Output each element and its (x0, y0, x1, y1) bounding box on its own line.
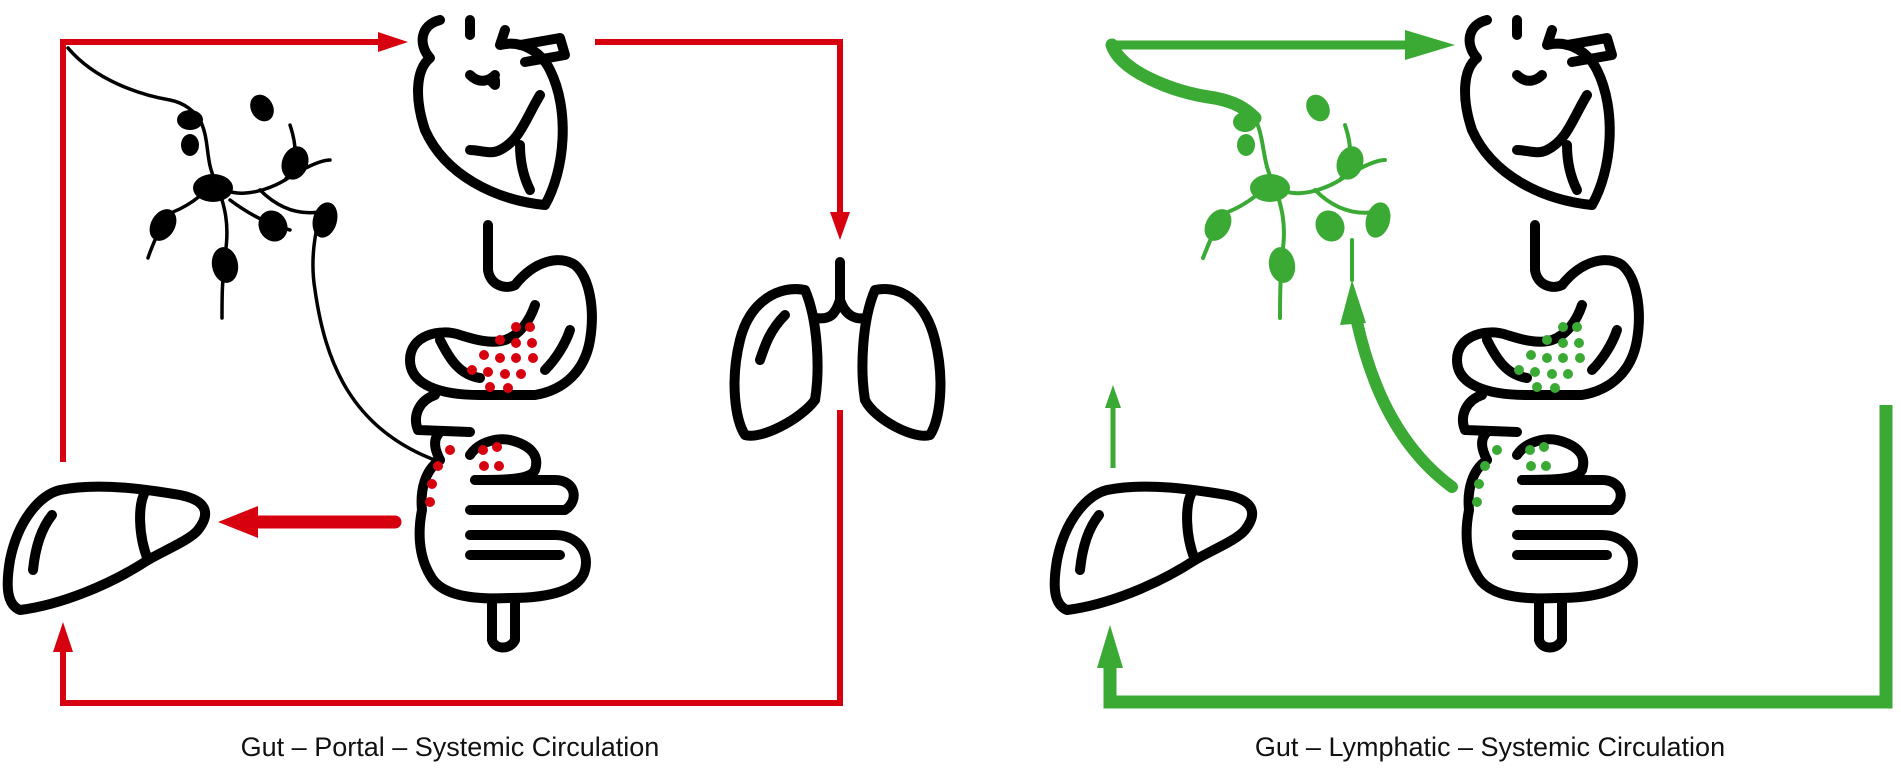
portal-panel (2, 15, 946, 706)
lymphatic-panel (1049, 15, 1893, 709)
intestine-particles-green (1472, 442, 1551, 507)
gut-to-liver-arrow-head (218, 506, 258, 538)
intestine-particles (425, 442, 504, 507)
lymphatic-caption: Gut – Lymphatic – Systemic Circulation (1254, 732, 1726, 762)
stomach-icon-right (1452, 220, 1644, 437)
stomach-particles (467, 322, 538, 393)
liver-icon (2, 481, 211, 615)
arrow-head-to-lungs (830, 212, 850, 240)
heart-icon (413, 15, 570, 210)
intestine-icon (414, 427, 591, 653)
arrow-head-to-heart (378, 32, 408, 52)
arrow-head-to-lymph (1340, 280, 1366, 325)
arrow-head-to-liver-green (1097, 625, 1123, 668)
lungs-icon (729, 257, 946, 441)
stomach-icon (405, 220, 597, 437)
gut-to-lymph-arrow (1351, 316, 1458, 493)
lymphatic-circulation-path (1103, 38, 1893, 709)
portal-circulation-path (60, 39, 843, 706)
arrow-head-liver-up (1105, 385, 1121, 408)
stomach-particles-green (1514, 322, 1585, 393)
systemic-return-line (1103, 405, 1893, 709)
liver-to-heart-line (60, 39, 380, 462)
lymph-vessel-to-heart (1105, 38, 1262, 125)
arrow-head-to-heart-green (1405, 30, 1455, 60)
heart-to-lungs-line (595, 39, 843, 218)
lungs-to-liver-line (60, 410, 843, 706)
arrow-head-to-liver-bottom (53, 622, 73, 652)
lymph-node-cluster-icon (66, 46, 442, 464)
lymph-node-cluster-icon-green (1201, 94, 1391, 320)
portal-caption: Gut – Portal – Systemic Circulation (240, 732, 660, 762)
intestine-icon-right (1461, 427, 1638, 653)
heart-icon-right (1460, 15, 1617, 210)
liver-icon-right (1049, 481, 1258, 615)
